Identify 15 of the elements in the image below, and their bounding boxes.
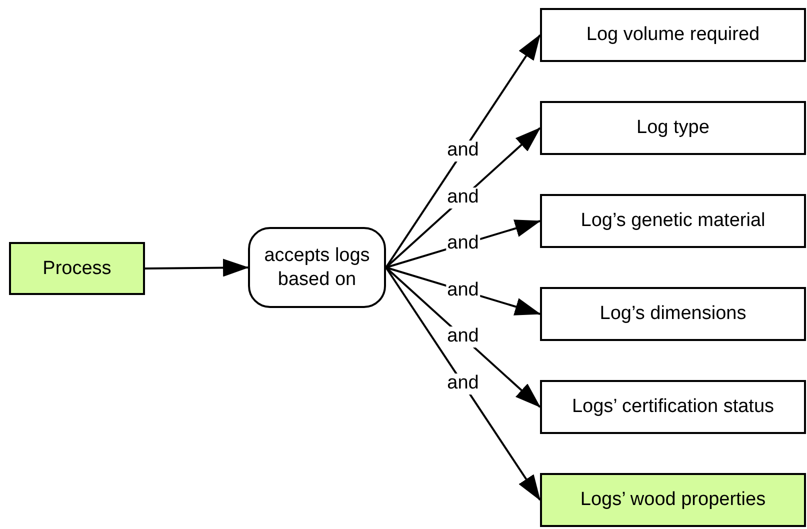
arrow (385, 34, 541, 268)
arrow (385, 266, 541, 501)
edge-label: and (446, 187, 480, 208)
process-box: Logs’ wood properties (540, 473, 806, 527)
edge-label: and (446, 326, 480, 348)
process-box: Log’s genetic material (540, 194, 806, 248)
process-box: Log’s dimensions (540, 287, 806, 341)
edge-label: and (446, 140, 480, 162)
process-box: Log type (540, 101, 806, 155)
rounded-box: accepts logs based on (248, 227, 386, 308)
process-box: Log volume required (540, 8, 806, 62)
process-box: Logs’ certification status (540, 380, 806, 434)
process-box: Process (9, 242, 145, 295)
arrow (144, 258, 249, 277)
edge-label: and (446, 373, 480, 394)
